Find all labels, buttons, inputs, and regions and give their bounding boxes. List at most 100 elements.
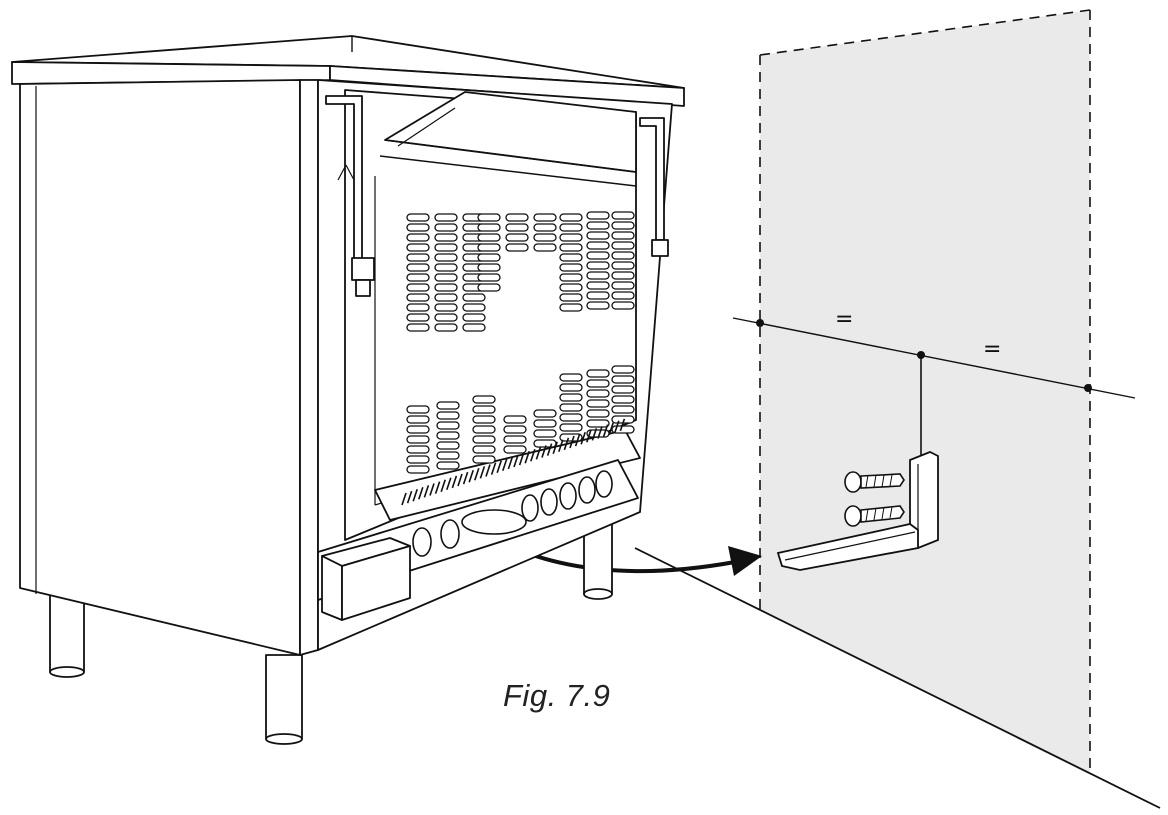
grille-bar bbox=[535, 447, 542, 460]
vent-slot bbox=[533, 439, 557, 448]
vent-slot bbox=[434, 283, 458, 292]
vent-slot bbox=[611, 231, 635, 240]
vent-slot bbox=[436, 401, 460, 410]
vent-slot bbox=[586, 251, 610, 260]
grille-bar bbox=[614, 420, 620, 434]
vent-slot bbox=[406, 223, 430, 232]
grille-bar bbox=[406, 490, 413, 504]
vent-slot bbox=[477, 283, 501, 292]
grille-bar bbox=[530, 449, 536, 462]
equal-mark-left: = bbox=[835, 307, 853, 332]
bottom-hole bbox=[521, 494, 539, 522]
wall-panel bbox=[760, 10, 1090, 775]
vent-slot bbox=[434, 323, 458, 332]
grille-bar bbox=[412, 488, 418, 502]
grille-bar bbox=[546, 443, 553, 456]
vent-slot bbox=[533, 233, 557, 242]
vent-slot bbox=[406, 303, 430, 312]
vent-slot bbox=[611, 365, 635, 374]
vent-slot bbox=[586, 281, 610, 290]
vent-slot bbox=[472, 415, 496, 424]
bottom-hole bbox=[559, 482, 577, 510]
gas-pipe-left bbox=[325, 95, 375, 297]
floor-line bbox=[634, 547, 1161, 809]
screw-lower bbox=[844, 505, 905, 527]
vent-slot bbox=[586, 379, 610, 388]
bottom-hole bbox=[578, 476, 596, 504]
vent-slot bbox=[533, 223, 557, 232]
vent-slot bbox=[406, 465, 430, 474]
vent-slot bbox=[533, 429, 557, 438]
vent-slot bbox=[586, 261, 610, 270]
vent-slot bbox=[434, 223, 458, 232]
vent-slot bbox=[611, 385, 635, 394]
vent-slot bbox=[559, 413, 583, 422]
wall-bracket bbox=[776, 451, 939, 571]
grille-bar bbox=[580, 431, 586, 445]
grille-bar bbox=[457, 473, 463, 487]
vent-slot bbox=[406, 435, 430, 444]
grille-bar bbox=[423, 485, 430, 498]
vent-slot bbox=[477, 213, 501, 222]
vent-slot bbox=[586, 271, 610, 280]
wall: = = bbox=[634, 9, 1161, 809]
vent-slot bbox=[462, 313, 486, 322]
vent-slot bbox=[611, 251, 635, 260]
vent-slot bbox=[559, 213, 583, 222]
vent-slot bbox=[406, 313, 430, 322]
vent-slot bbox=[559, 423, 583, 432]
vent-slot bbox=[406, 425, 430, 434]
vent-slot bbox=[477, 263, 501, 272]
grille-bar bbox=[479, 466, 486, 479]
wall-edge-top bbox=[759, 9, 1091, 56]
vent-slot bbox=[462, 323, 486, 332]
grille-bar bbox=[608, 422, 614, 435]
vent-slot bbox=[559, 393, 583, 402]
vent-slot bbox=[434, 243, 458, 252]
vent-slot bbox=[611, 271, 635, 280]
grille-bar bbox=[591, 428, 598, 441]
vent-slot bbox=[436, 461, 460, 470]
vent-slot bbox=[406, 273, 430, 282]
vent-slot bbox=[505, 213, 529, 222]
vent-slot bbox=[559, 263, 583, 272]
bottom-hole bbox=[412, 527, 432, 557]
vent-slot bbox=[559, 293, 583, 302]
bottom-hole bbox=[595, 470, 613, 498]
figure-caption: Fig. 7.9 bbox=[503, 678, 611, 713]
vent-slot bbox=[586, 409, 610, 418]
vent-slot bbox=[406, 323, 430, 332]
bottom-hole bbox=[461, 509, 527, 535]
bottom-hole bbox=[540, 488, 558, 516]
vent-slot bbox=[477, 223, 501, 232]
louvre-grille bbox=[401, 418, 626, 506]
appliance-front-panel bbox=[19, 79, 301, 656]
grille-bar bbox=[507, 456, 514, 470]
vent-slot bbox=[472, 425, 496, 434]
vent-slot bbox=[611, 211, 635, 220]
vent-slot bbox=[406, 233, 430, 242]
grille-bar bbox=[619, 418, 626, 432]
grille-bar bbox=[446, 477, 452, 491]
grille-bar bbox=[401, 492, 407, 506]
grille-bar bbox=[558, 439, 564, 453]
grille-bar bbox=[462, 471, 469, 485]
vent-slot bbox=[477, 273, 501, 282]
vent-slot bbox=[586, 291, 610, 300]
vent-slot bbox=[406, 455, 430, 464]
vent-slot bbox=[559, 303, 583, 312]
grille-bar bbox=[496, 460, 502, 473]
vent-slot bbox=[434, 213, 458, 222]
vent-slot bbox=[436, 451, 460, 460]
equal-mark-right: = bbox=[983, 337, 1001, 362]
vent-slot bbox=[505, 243, 529, 252]
vent-slot bbox=[586, 241, 610, 250]
vent-slot bbox=[503, 415, 527, 424]
vent-slot bbox=[406, 263, 430, 272]
vent-slot bbox=[434, 303, 458, 312]
vent-slot bbox=[533, 419, 557, 428]
vent-slot bbox=[559, 233, 583, 242]
grille-bar bbox=[490, 462, 497, 475]
grille-bar bbox=[524, 450, 530, 464]
